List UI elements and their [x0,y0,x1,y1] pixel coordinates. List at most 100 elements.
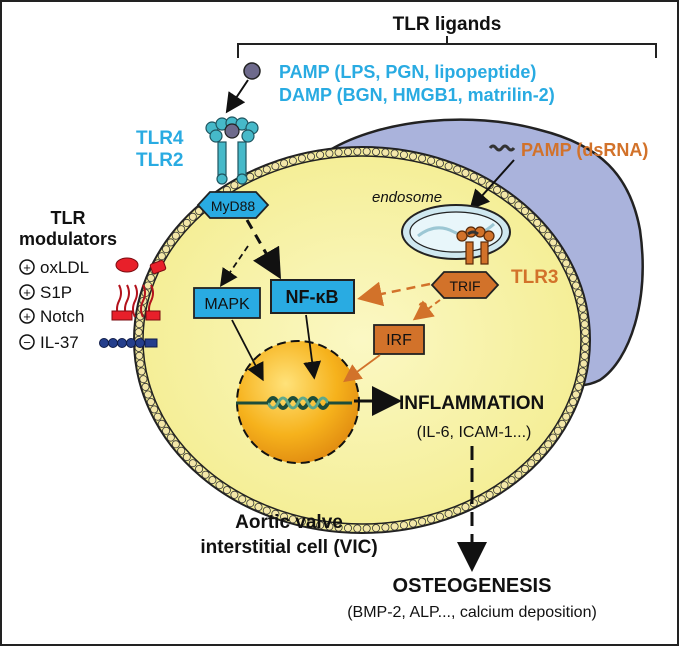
modulator-sign-s1p: + [23,285,31,300]
membrane-bead [558,252,567,261]
membrane-bead [527,212,536,221]
membrane-bead [461,502,470,511]
myd88-label: MyD88 [211,198,256,214]
irf-label: IRF [386,332,412,349]
membrane-bead [153,412,162,421]
membrane-bead [572,390,581,399]
membrane-bead [578,304,587,313]
membrane-bead [343,147,352,156]
irf-question-mark: ? [418,300,428,317]
modulator-label-il37: IL-37 [40,333,79,352]
membrane-bead [390,149,399,158]
membrane-bead [408,152,417,161]
nfkb-node: NF-κB [270,279,355,314]
membrane-bead [157,252,166,261]
myd88-to-nfkb-arrow [245,219,281,280]
membrane-bead [507,195,516,204]
tlr3-label: TLR3 [511,267,559,288]
membrane-bead [316,150,325,159]
tlr4-tlr2-receptor [205,116,259,185]
membrane-bead [500,481,509,490]
membrane-bead [201,470,210,479]
membrane-bead [316,521,325,530]
membrane-bead [297,517,306,526]
membrane-bead [520,206,529,215]
membrane-bead [262,165,271,174]
s1p-receptor-shape [116,284,154,318]
membrane-bead [477,495,486,504]
oxldl-shape [115,257,167,275]
membrane-bead [581,343,590,352]
mapk-label: MAPK [204,296,250,313]
membrane-bead [569,273,578,282]
membrane-bead [572,281,581,290]
membrane-bead [288,156,297,165]
membrane-bead [271,509,280,518]
membrane-bead [208,476,217,485]
mapk-to-nucleus-arrow [231,319,264,382]
membrane-bead [580,351,589,360]
membrane-bead [574,289,583,298]
nfkb-label: NF-κB [285,287,338,307]
membrane-bead [493,185,502,194]
membrane-bead [353,147,362,156]
membrane-bead [381,523,390,532]
modulators-title-line1: TLR [51,208,86,228]
membrane-bead [146,397,155,406]
membrane-bead [576,375,585,384]
modulator-item-notch: + Notch [19,307,84,326]
membrane-bead [215,481,224,490]
membrane-bead [514,470,523,479]
membrane-bead [581,335,590,344]
membrane-bead [230,490,239,499]
membrane-bead [507,476,516,485]
trif-label: TRIF [449,278,480,294]
membrane-bead [544,231,553,240]
tlr4-label: TLR4 [136,128,184,149]
osteogenesis-label: OSTEOGENESIS [393,575,552,597]
membrane-bead [574,382,583,391]
mapk-node: MAPK [193,287,261,319]
membrane-bead [427,156,436,165]
membrane-bead [157,419,166,428]
membrane-bead [418,517,427,526]
notch-shape [111,310,161,321]
membrane-bead [558,419,567,428]
membrane-bead [461,168,470,177]
myd88-node: MyD88 [196,191,270,219]
membrane-bead [469,172,478,181]
membrane-bead [581,328,590,337]
modulator-item-s1p: + S1P [19,283,72,302]
membrane-bead [569,397,578,406]
myd88-to-mapk-arrow [219,245,249,287]
membrane-bead [371,147,380,156]
inflammation-label: INFLAMMATION [399,393,544,414]
membrane-bead [177,225,186,234]
pamp-ligand-text: PAMP (LPS, PGN, lipopeptide) [279,62,536,82]
membrane-bead [493,486,502,495]
membrane-bead [549,433,558,442]
membrane-bead [134,328,143,337]
membrane-bead [195,464,204,473]
membrane-bead [408,519,417,528]
membrane-bead [343,524,352,533]
membrane-bead [371,524,380,533]
membrane-bead [520,464,529,473]
membrane-bead [435,159,444,168]
irf-to-nucleus-arrow [343,354,381,383]
trif-to-irf-arrow [412,299,441,321]
osteogenesis-markers: (BMP-2, ALP..., calcium deposition) [347,604,597,621]
membrane-bead [565,405,574,414]
ligands-bracket [237,36,657,58]
tlr2-label: TLR2 [136,150,184,171]
membrane-bead [477,176,486,185]
membrane-bead [238,495,247,504]
membrane-bead [514,201,523,210]
membrane-bead [325,522,334,531]
membrane-bead [246,499,255,508]
membrane-bead [254,502,263,511]
membrane-bead [579,312,588,321]
membrane-bead [576,296,585,305]
membrane-bead [362,147,371,156]
membrane-bead [562,259,571,268]
